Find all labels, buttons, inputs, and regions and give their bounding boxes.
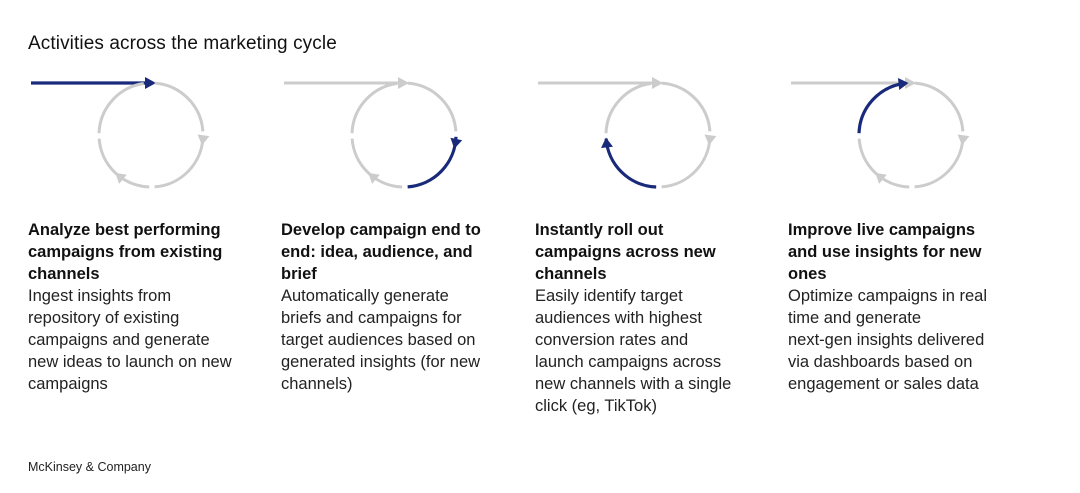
top-arc — [661, 81, 712, 132]
top-arc — [407, 81, 458, 132]
cycle-diagram-icon — [31, 77, 210, 189]
stage-description-line: conversion rates and — [535, 331, 689, 349]
stage-heading-line: brief — [281, 265, 317, 283]
stage-description: Ingest insights from repository of existi… — [28, 285, 268, 395]
bottom-arc — [604, 138, 657, 189]
stage-heading-line: channels — [535, 265, 607, 283]
stage-description: Optimize campaigns in real time and gener… — [788, 285, 1028, 395]
stage-heading: Instantly roll out campaigns across new ch… — [535, 219, 775, 285]
stage-description: Easily identify target audiences with hig… — [535, 285, 775, 417]
stage-description-line: via dashboards based on — [788, 353, 973, 371]
bottom-arc-arrow-head — [368, 172, 380, 184]
stage-description-line: Easily identify target — [535, 287, 683, 305]
entry-arrow-head — [145, 77, 156, 89]
stage-description-line: target audiences based on — [281, 331, 476, 349]
stage-heading-line: campaigns across new — [535, 243, 716, 261]
cycle-diagram-icon — [284, 77, 463, 189]
stage-heading-line: Analyze best performing — [28, 221, 221, 239]
cycle-diagram-icon — [538, 77, 717, 189]
left-arc — [857, 81, 904, 134]
left-arc — [350, 82, 397, 134]
bottom-arc-arrow-head — [601, 137, 613, 149]
stage-description-line: time and generate — [788, 309, 922, 327]
cycle-stage-1: Analyze best performing campaigns from ex… — [0, 0, 250, 493]
stage-heading: Analyze best performing campaigns from ex… — [28, 219, 268, 285]
left-arc-arrow-head — [897, 78, 909, 90]
stage-description-line: repository of existing — [28, 309, 180, 327]
stage-description-line: campaigns and generate — [28, 331, 210, 349]
stage-heading-line: campaigns from existing — [28, 243, 223, 261]
cycle-diagram-icon — [791, 77, 970, 189]
stage-heading-line: end: idea, audience, and — [281, 243, 473, 261]
stage-heading-line: Improve live campaigns — [788, 221, 976, 239]
stage-description-line: click (eg, TikTok) — [535, 397, 657, 415]
right-arc-arrow-head — [704, 134, 717, 146]
bottom-arc — [350, 138, 403, 189]
stage-heading-line: channels — [28, 265, 100, 283]
footer-brand: McKinsey & Company — [28, 460, 151, 474]
page-title: Activities across the marketing cycle — [28, 33, 337, 54]
entry-arrow-head — [398, 77, 409, 89]
right-arc — [914, 136, 965, 189]
stage-heading-line: ones — [788, 265, 827, 283]
stage-heading-line: Develop campaign end to — [281, 221, 481, 239]
stage-description-line: new channels with a single — [535, 375, 732, 393]
right-arc — [154, 136, 205, 189]
cycle-stage-2: Develop campaign end to end: idea, audien… — [253, 0, 503, 493]
stage-description-line: engagement or sales data — [788, 375, 979, 393]
right-arc-arrow-head — [957, 134, 970, 146]
stage-heading: Improve live campaigns and use insights f… — [788, 219, 1028, 285]
stage-heading-line: and use insights for new — [788, 243, 982, 261]
stage-description-line: Automatically generate — [281, 287, 449, 305]
bottom-arc-arrow-head — [115, 172, 127, 184]
entry-arrow-head — [652, 77, 663, 89]
stage-description-line: new ideas to launch on new — [28, 353, 232, 371]
right-arc-arrow-head — [197, 134, 210, 146]
entry-arrow-head — [905, 77, 916, 89]
bottom-arc-arrow-head — [875, 172, 887, 184]
stage-description-line: audiences with highest — [535, 309, 702, 327]
stage-description-line: Optimize campaigns in real — [788, 287, 987, 305]
cycle-stage-3: Instantly roll out campaigns across new ch… — [507, 0, 757, 493]
left-arc — [604, 82, 651, 134]
stage-description: Automatically generate briefs and campaig… — [281, 285, 521, 395]
stage-description-line: campaigns — [28, 375, 108, 393]
stage-heading-line: Instantly roll out — [535, 221, 664, 239]
stage-description-line: Ingest insights from — [28, 287, 172, 305]
left-arc — [97, 82, 144, 134]
top-arc — [914, 81, 965, 132]
bottom-arc — [97, 138, 150, 189]
stage-description-line: generated insights (for new — [281, 353, 481, 371]
right-arc-arrow-head — [450, 137, 463, 149]
stage-description-line: channels) — [281, 375, 353, 393]
stage-description-line: next-gen insights delivered — [788, 331, 985, 349]
cycle-stage-4: Improve live campaigns and use insights f… — [760, 0, 1010, 493]
stage-description-line: launch campaigns across — [535, 353, 722, 371]
right-arc — [661, 136, 712, 189]
bottom-arc — [857, 138, 910, 189]
right-arc — [407, 136, 458, 189]
stage-description-line: briefs and campaigns for — [281, 309, 462, 327]
stage-heading: Develop campaign end to end: idea, audien… — [281, 219, 521, 285]
top-arc — [154, 81, 205, 132]
